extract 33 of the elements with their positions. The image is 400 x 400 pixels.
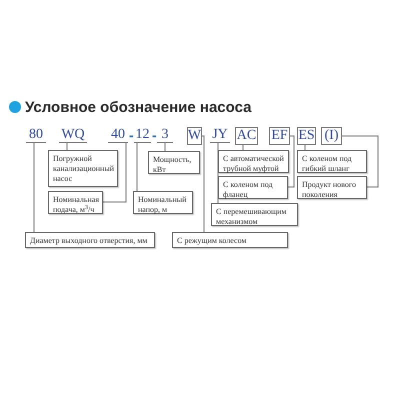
description-box: С автоматической трубной муфтой: [218, 150, 289, 173]
code-segment: W: [187, 127, 202, 145]
description-box: Диаметр выходного отверстия, мм: [25, 232, 155, 248]
code-segment: EF: [269, 127, 290, 145]
description-box: Мощность, кВт: [148, 151, 200, 174]
connector-line: [102, 142, 126, 202]
description-box: Номинальный напор, м: [133, 191, 193, 214]
code-segment: 40: [108, 128, 128, 143]
connector-line: [202, 136, 204, 232]
description-box: С перемешивающим механизмом: [211, 203, 298, 226]
title: Условное обозначение насоса: [25, 98, 252, 118]
connector-line: [66, 142, 68, 150]
code-segment: (I): [321, 127, 342, 145]
description-box: С режущим колесом: [172, 232, 288, 248]
description-box: Погружной канализационный насос: [48, 150, 118, 187]
connector-line: [164, 142, 166, 152]
code-segment: 80: [26, 128, 46, 143]
description-box: С коленом под фланец: [218, 176, 288, 199]
connector-line: [304, 144, 306, 150]
description-box: Номинальная подача, м$^{3}$/ч: [48, 191, 103, 214]
connector-line: [242, 144, 244, 150]
code-separator: -: [129, 128, 134, 143]
description-box: С коленом под гибкий шланг: [297, 150, 367, 173]
code-segment: ES: [297, 127, 316, 145]
code-segment: 12: [134, 128, 151, 143]
code-segment: AC: [235, 127, 258, 145]
description-box: Продукт нового поколения: [297, 176, 367, 199]
code-segment: WQ: [59, 128, 87, 143]
connector-line: [342, 136, 378, 188]
connector-line: [288, 136, 294, 188]
code-segment: JY: [210, 128, 230, 143]
code-separator: -: [152, 128, 157, 143]
code-segment: 3: [157, 128, 173, 143]
